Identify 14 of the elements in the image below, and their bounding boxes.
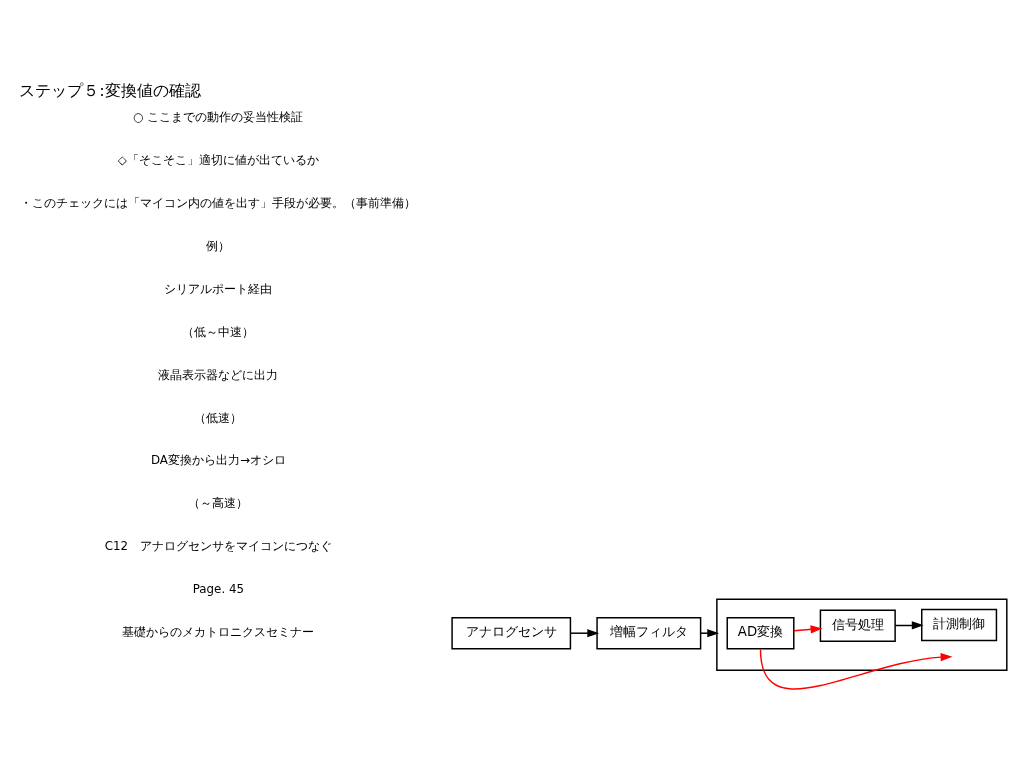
label: Page. 45 (192, 581, 244, 596)
label: シリアルポート経由 (164, 281, 273, 296)
label: 基礎からのメカトロニクスセミナー (122, 624, 315, 639)
diagram-title: ステップ５:変換値の確認 (19, 80, 201, 100)
label: ○ ここまでの動作の妥当性検証 (133, 109, 304, 124)
label: ◇「そこそこ」適切に値が出ているか (117, 152, 319, 167)
label: （低速） (194, 410, 243, 425)
label: DA変換から出力→オシロ (150, 452, 286, 467)
label: 液晶表示器などに出力 (158, 367, 279, 382)
label: C12 アナログセンサをマイコンにつなぐ (104, 538, 333, 553)
label: （低～中速） (182, 324, 255, 339)
label: 例） (206, 238, 231, 253)
label: ・このチェックには「マイコン内の値を出す」手段が必要。（事前準備） (20, 195, 417, 210)
label: （～高速） (188, 495, 249, 510)
